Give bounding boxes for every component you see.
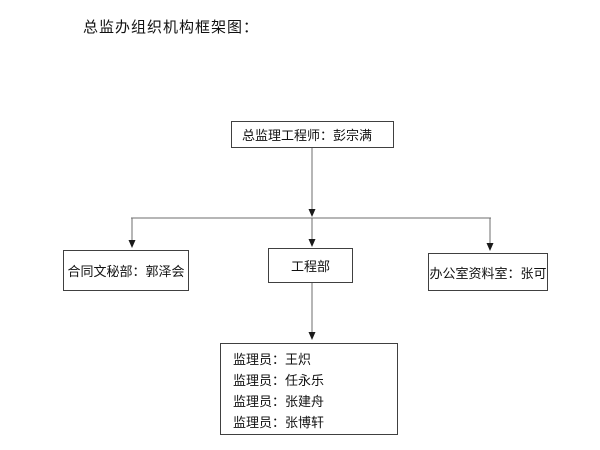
contract-secretary-box: 合同文秘部：郭泽会 <box>63 250 189 291</box>
office-archives-box: 办公室资料室：张可 <box>428 253 548 291</box>
chief-engineer-label: 总监理工程师：彭宗满 <box>242 128 373 143</box>
chief-engineer-box: 总监理工程师：彭宗满 <box>231 121 394 148</box>
engineering-dept-label: 工程部 <box>290 259 330 274</box>
arrow-down-icon <box>486 243 494 251</box>
supervisor-item: 监理员：张建舟 <box>233 394 325 409</box>
engineering-dept-box: 工程部 <box>268 248 353 283</box>
office-archives-label: 办公室资料室：张可 <box>429 265 547 281</box>
supervisors-box: 监理员：王炽 监理员：任永乐 监理员：张建舟 监理员：张博轩 <box>220 343 398 435</box>
supervisor-item: 监理员：任永乐 <box>233 373 325 388</box>
supervisor-item: 监理员：王炽 <box>233 352 312 367</box>
arrow-down-icon <box>128 240 136 248</box>
page-title: 总监办组织机构框架图： <box>83 20 260 36</box>
arrow-down-icon <box>308 332 316 340</box>
supervisor-item: 监理员：张博轩 <box>233 415 325 430</box>
arrow-down-icon <box>308 209 316 217</box>
contract-secretary-label: 合同文秘部：郭泽会 <box>67 264 185 279</box>
arrow-down-icon <box>308 239 316 247</box>
